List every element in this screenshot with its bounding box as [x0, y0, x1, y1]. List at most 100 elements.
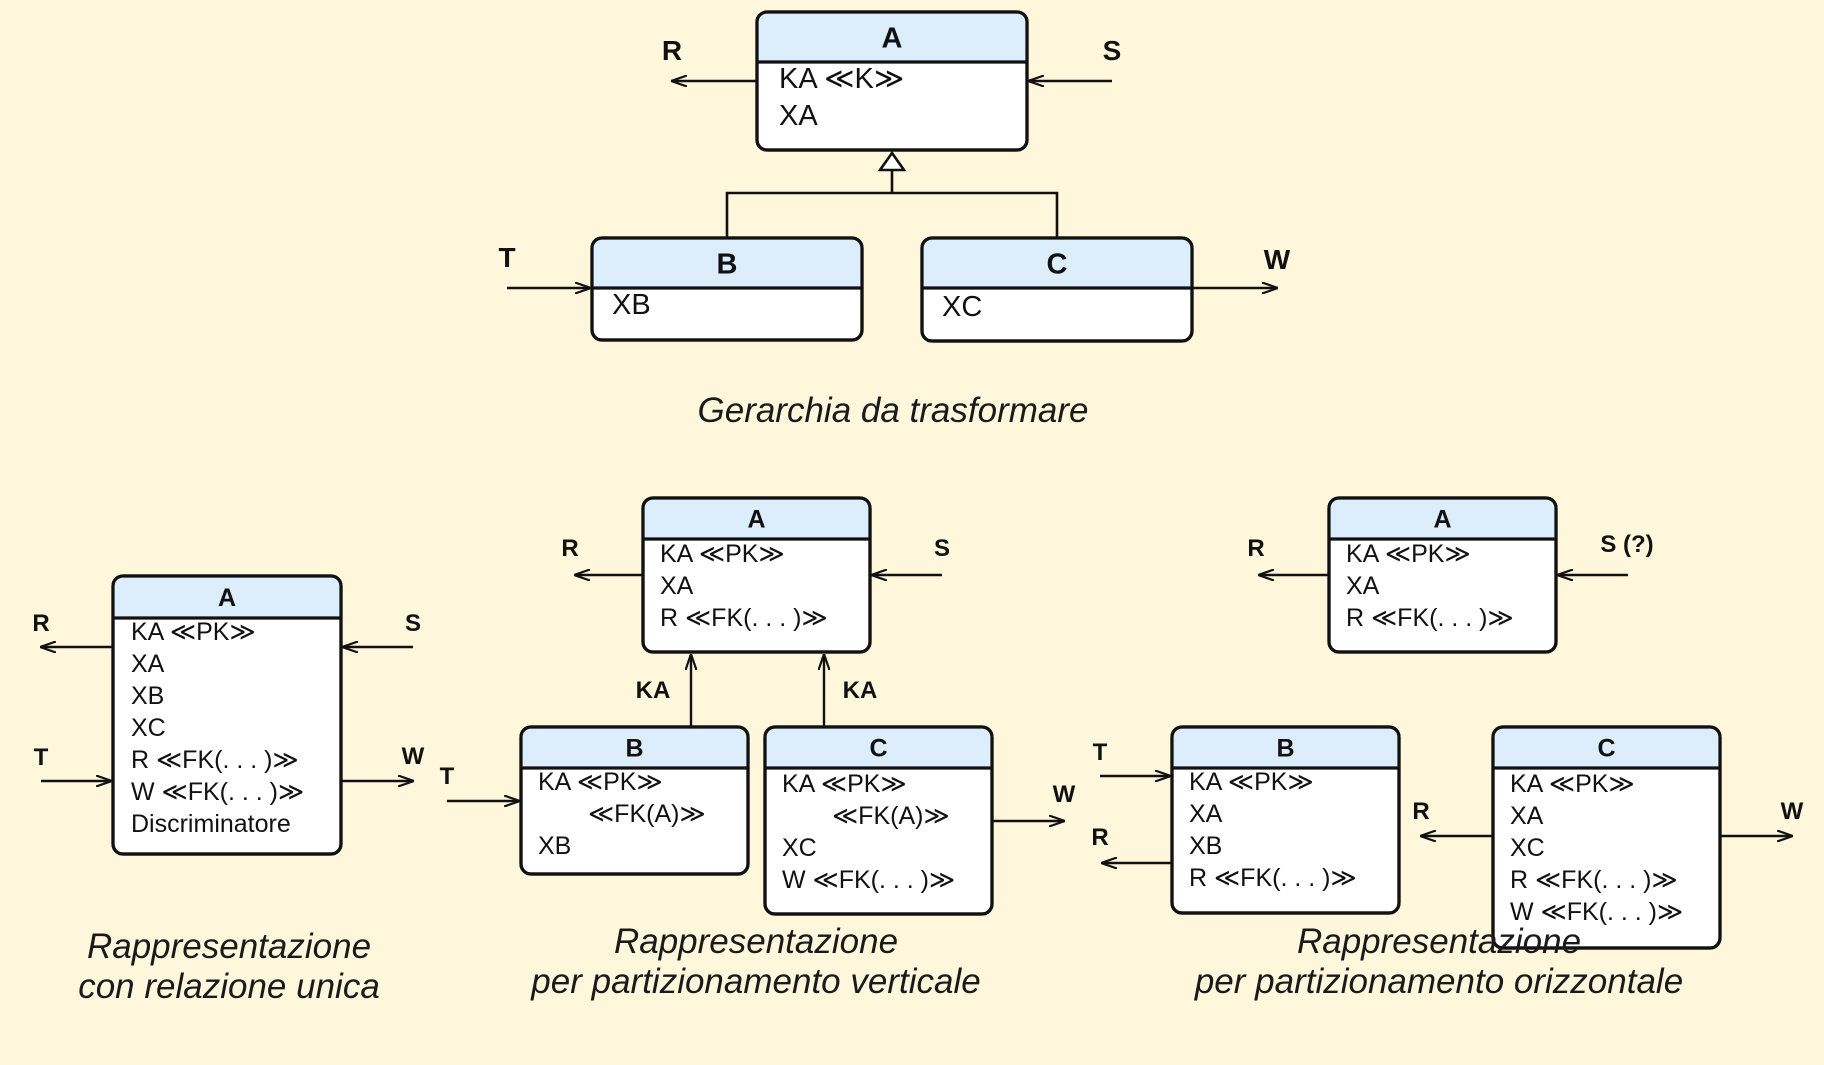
entity-attribute: XC — [782, 834, 817, 862]
entity-attribute: ≪FK(A)≫ — [588, 800, 706, 828]
entity-header — [1494, 728, 1719, 768]
edge-label-ver-w: W — [1053, 781, 1076, 808]
entity-attribute: KA ≪PK≫ — [1346, 540, 1471, 568]
entity-header — [1330, 499, 1555, 539]
caption-top-line-1: Gerarchia da trasformare — [698, 391, 1089, 430]
edge-label-ver-ka-b: KA — [636, 677, 671, 704]
entity-box-hor-b: B KA ≪PK≫ XA XB R ≪FK(. . . )≫ — [1170, 725, 1401, 915]
edge-label-ver-t: T — [440, 763, 455, 790]
edge-label-hor-t: T — [1093, 739, 1108, 766]
entity-attribute: W ≪FK(. . . )≫ — [782, 866, 955, 894]
entity-title: A — [218, 584, 236, 612]
entity-attribute: R ≪FK(. . . )≫ — [131, 746, 299, 774]
edge-label-uni-w: W — [402, 743, 425, 770]
entity-attribute: R ≪FK(. . . )≫ — [660, 604, 828, 632]
entity-title: A — [747, 506, 765, 534]
entity-title: A — [1433, 506, 1451, 534]
entity-header — [1173, 728, 1398, 768]
entity-header — [766, 728, 991, 768]
entity-header — [522, 728, 747, 768]
entity-title: C — [1047, 248, 1068, 280]
entity-border — [111, 574, 343, 856]
caption-uni-line-1: Rappresentazione — [87, 927, 371, 966]
caption-ver-line-2: per partizionamento verticale — [530, 962, 980, 1001]
caption-layer: Gerarchia da trasformareRappresentazione… — [78, 391, 1683, 1006]
entity-border — [1327, 496, 1558, 654]
entity-attribute: XA — [1189, 800, 1223, 828]
entity-attribute: W ≪FK(. . . )≫ — [131, 778, 304, 806]
entity-title: A — [882, 22, 903, 54]
edge-label-uni-s: S — [405, 610, 421, 637]
entity-attribute: XA — [1510, 802, 1544, 830]
entity-attribute: KA ≪K≫ — [779, 63, 904, 95]
edge-label-hor-s: S (?) — [1600, 531, 1653, 558]
generalization-connector — [725, 170, 1059, 238]
entity-attribute: KA ≪PK≫ — [1189, 768, 1314, 796]
edge-label-hor-r-b: R — [1091, 824, 1108, 851]
entity-box-top-a: A KA ≪K≫ XA — [755, 10, 1029, 152]
edge-label-top-t: T — [498, 242, 515, 273]
entity-border — [763, 725, 994, 916]
entity-attribute: R ≪FK(. . . )≫ — [1510, 866, 1678, 894]
entity-attribute: XA — [660, 572, 694, 600]
entity-border — [519, 725, 750, 876]
entity-border — [920, 236, 1194, 343]
entity-attribute: KA ≪PK≫ — [782, 770, 907, 798]
entity-attribute: Discriminatore — [131, 810, 291, 838]
entity-border — [755, 10, 1029, 152]
entity-attribute: XB — [612, 289, 651, 321]
edge-label-top-w: W — [1264, 244, 1291, 275]
entity-box-top-b: BXB — [590, 236, 864, 342]
generalization-triangle-icon — [877, 150, 907, 172]
edge-label-hor-r-c: R — [1412, 798, 1429, 825]
entity-border — [590, 236, 864, 342]
entity-header — [593, 239, 861, 288]
entity-attribute: R ≪FK(. . . )≫ — [1346, 604, 1514, 632]
entity-box-top-c: C XC — [920, 236, 1194, 343]
edge-label-top-s: S — [1103, 35, 1122, 66]
edge-label-hor-w: W — [1781, 798, 1804, 825]
entity-attribute: W ≪FK(. . . )≫ — [1510, 898, 1683, 926]
edge-label-uni-t: T — [34, 744, 49, 771]
entity-title: C — [869, 735, 887, 763]
entity-attribute: ≪FK(A)≫ — [832, 802, 950, 830]
entity-attribute: XC — [942, 291, 982, 323]
entity-attribute: XA — [779, 100, 818, 132]
caption-uni-line-2: con relazione unica — [78, 967, 380, 1006]
entity-attribute: XB — [1189, 832, 1222, 860]
caption-hor-line-2: per partizionamento orizzontale — [1194, 962, 1683, 1001]
entity-attribute: R ≪FK(. . . )≫ — [1189, 864, 1357, 892]
entity-attribute: KA ≪PK≫ — [538, 768, 663, 796]
entity-attribute: XC — [131, 714, 166, 742]
edge-label-ver-r: R — [561, 535, 578, 562]
entity-header — [758, 13, 1026, 63]
entity-border — [1170, 725, 1401, 915]
entity-header — [644, 499, 869, 539]
entity-title: B — [1276, 735, 1294, 763]
entity-box-ver-a: A KA ≪PK≫ XA R ≪FK(. . . )≫ — [641, 496, 872, 654]
edge-label-top-r: R — [662, 35, 682, 66]
entity-attribute: XB — [538, 832, 571, 860]
entity-attribute: XA — [1346, 572, 1380, 600]
edge-label-ver-ka-c: KA — [843, 677, 878, 704]
caption-hor-line-1: Rappresentazione — [1297, 922, 1581, 961]
entity-attribute: XA — [131, 650, 165, 678]
entity-header — [114, 577, 340, 618]
entity-attribute: XC — [1510, 834, 1545, 862]
entity-attribute: KA ≪PK≫ — [660, 540, 785, 568]
entity-title: B — [625, 735, 643, 763]
edge-label-ver-s: S — [934, 535, 950, 562]
entity-header — [923, 239, 1191, 288]
entity-border — [1491, 725, 1722, 950]
edge-label-hor-r-a: R — [1247, 535, 1264, 562]
entity-border — [641, 496, 872, 654]
entity-attribute: XB — [131, 682, 164, 710]
connector-layer — [41, 81, 1792, 863]
caption-ver-line-1: Rappresentazione — [614, 922, 898, 961]
entity-title: C — [1597, 735, 1615, 763]
